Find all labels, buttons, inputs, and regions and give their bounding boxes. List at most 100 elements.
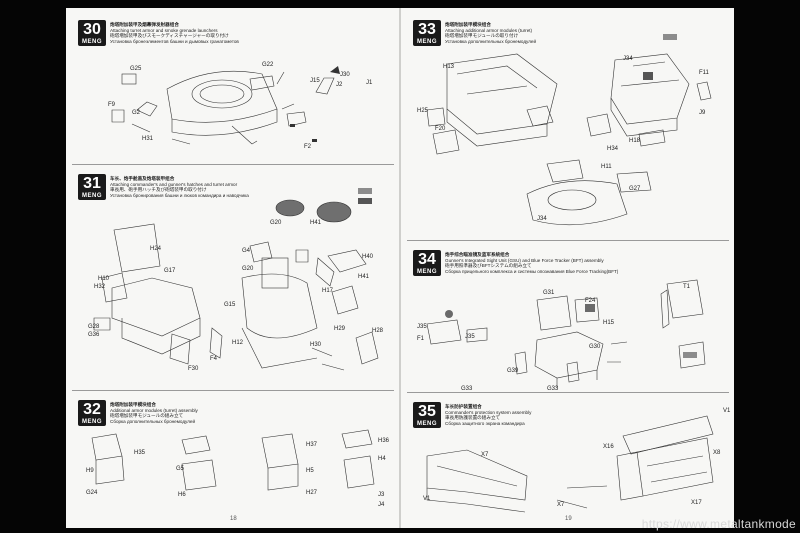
part-label: G30 — [589, 344, 601, 350]
part-label: H13 — [443, 64, 455, 70]
part-label: G5 — [176, 466, 185, 472]
part-label: V1 — [723, 408, 731, 414]
part-label: G33 — [547, 386, 559, 392]
part-label: H41 — [358, 274, 370, 280]
part-label: J3 — [378, 492, 385, 498]
turret-armor-drawing — [426, 53, 712, 226]
paint-swatch — [663, 34, 677, 40]
part-label: J35 — [417, 324, 427, 330]
part-label: T1 — [683, 284, 691, 290]
hatch-armor-drawing — [93, 199, 379, 371]
part-label: X16 — [603, 444, 614, 450]
part-label: J35 — [465, 334, 475, 340]
part-label: G33 — [461, 386, 473, 392]
part-label: G28 — [88, 324, 100, 330]
part-label: X7 — [557, 502, 565, 508]
part-label: H15 — [603, 320, 615, 326]
part-label: G15 — [224, 302, 236, 308]
part-label: J4 — [378, 502, 385, 508]
part-label: H28 — [372, 328, 384, 334]
step-titles: 车长、炮手舱盖及炮塔装甲组合 Attaching commander's and… — [110, 176, 249, 198]
part-label: H27 — [306, 490, 318, 496]
part-label: G25 — [130, 66, 142, 72]
part-label: X8 — [713, 450, 721, 456]
part-label: J34 — [623, 56, 633, 62]
part-label: G22 — [262, 62, 274, 68]
part-label: G17 — [164, 268, 176, 274]
part-label: H18 — [629, 138, 641, 144]
part-label: F2 — [304, 144, 312, 150]
part-label: H5 — [306, 468, 314, 474]
part-label: G27 — [629, 186, 641, 192]
step-titles: 车长防护装置组合 Commander's protection system a… — [445, 404, 532, 426]
part-label: H37 — [306, 442, 318, 448]
turret-drawing — [111, 66, 340, 145]
step-titles: 炮塔附加装甲及烟幕弹发射器组合 Attaching turret armor a… — [110, 22, 239, 44]
part-label: F24 — [585, 298, 596, 304]
part-label: G2 — [132, 110, 141, 116]
part-label: H6 — [178, 492, 186, 498]
part-label: F9 — [108, 102, 116, 108]
part-label: H4 — [378, 456, 386, 462]
part-label: H10 — [98, 276, 110, 282]
part-label: G24 — [86, 490, 98, 496]
part-label: G39 — [507, 368, 519, 374]
part-label: J9 — [699, 110, 706, 116]
part-label: J15 — [310, 78, 320, 84]
paint-swatch — [683, 352, 697, 358]
part-label: H36 — [378, 438, 390, 444]
part-label: G20 — [242, 266, 254, 272]
part-label: X7 — [481, 452, 489, 458]
part-label: G20 — [270, 220, 282, 226]
page-number: 18 — [230, 516, 237, 522]
part-label: H25 — [417, 108, 429, 114]
part-label: G36 — [88, 332, 100, 338]
part-label: H40 — [362, 254, 374, 260]
part-label: H32 — [94, 284, 106, 290]
part-label: G4 — [242, 248, 251, 254]
part-label: H11 — [601, 164, 612, 170]
part-label: G31 — [543, 290, 555, 296]
armor-modules-drawing — [91, 429, 375, 491]
part-label: H24 — [150, 246, 162, 252]
part-label: J34 — [537, 216, 547, 222]
part-label: F1 — [417, 336, 425, 342]
part-label: V1 — [423, 496, 431, 502]
part-label: F4 — [210, 356, 218, 362]
book-spine — [399, 8, 401, 528]
protection-system-drawing — [426, 415, 714, 513]
step-titles: 炮手综合瞄准镜及蓝军系统组合 Gunner's Integrated Sight… — [445, 252, 619, 274]
part-label: H30 — [310, 342, 322, 348]
part-label: H41 — [310, 220, 322, 226]
part-label: H17 — [322, 288, 334, 294]
part-label: H29 — [334, 326, 346, 332]
part-label: X17 — [691, 500, 702, 506]
part-label: F11 — [699, 70, 709, 76]
part-label: H9 — [86, 468, 94, 474]
step-titles: 炮塔附加装甲模块组合 Attaching additional armor mo… — [445, 22, 537, 44]
part-label: F20 — [435, 126, 446, 132]
paint-swatch — [358, 188, 372, 194]
part-label: J30 — [340, 72, 350, 78]
part-label: J1 — [366, 80, 373, 86]
part-label: J2 — [336, 82, 343, 88]
part-label: H12 — [232, 340, 244, 346]
sight-bft-drawing — [426, 279, 706, 388]
paint-swatch — [358, 198, 372, 204]
watermark: https://www.metaltankmode — [641, 517, 796, 531]
part-label: F30 — [188, 366, 199, 372]
step-titles: 炮塔附加装甲模块组合 Additional armor modules (tur… — [110, 402, 198, 424]
